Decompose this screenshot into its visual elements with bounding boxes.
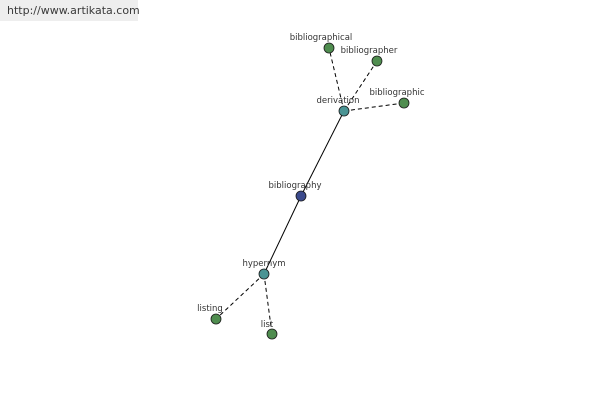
node-bibliographer[interactable] [371, 55, 383, 67]
edge-hypernym-listing [215, 273, 265, 320]
watermark-url: http://www.artikata.com [0, 0, 140, 21]
edge-hypernym-list [263, 273, 273, 335]
edge-derivation-bibliographer [343, 60, 378, 112]
edges-layer [215, 47, 405, 335]
node-hypernym[interactable] [258, 268, 270, 280]
node-list[interactable] [266, 328, 278, 340]
node-label-bibliography: bibliography [269, 181, 322, 191]
node-label-bibliographic: bibliographic [370, 88, 425, 98]
edge-bibliography-derivation [300, 110, 345, 197]
node-listing[interactable] [210, 313, 222, 325]
node-label-bibliographical: bibliographical [290, 33, 353, 43]
node-derivation[interactable] [338, 105, 350, 117]
node-label-derivation: derivation [316, 96, 359, 106]
nodes-layer: bibliography derivation hypernym bibliograp… [197, 33, 425, 340]
node-bibliographic[interactable] [398, 97, 410, 109]
node-label-bibliographer: bibliographer [341, 46, 398, 56]
edge-derivation-bibliographical [328, 47, 345, 112]
node-bibliography[interactable] [295, 190, 307, 202]
node-bibliographical[interactable] [323, 42, 335, 54]
edge-derivation-bibliographic [343, 102, 405, 112]
edge-bibliography-hypernym [263, 195, 302, 275]
node-label-listing: listing [197, 304, 223, 314]
node-label-hypernym: hypernym [242, 259, 285, 269]
node-label-list: list [261, 320, 274, 330]
